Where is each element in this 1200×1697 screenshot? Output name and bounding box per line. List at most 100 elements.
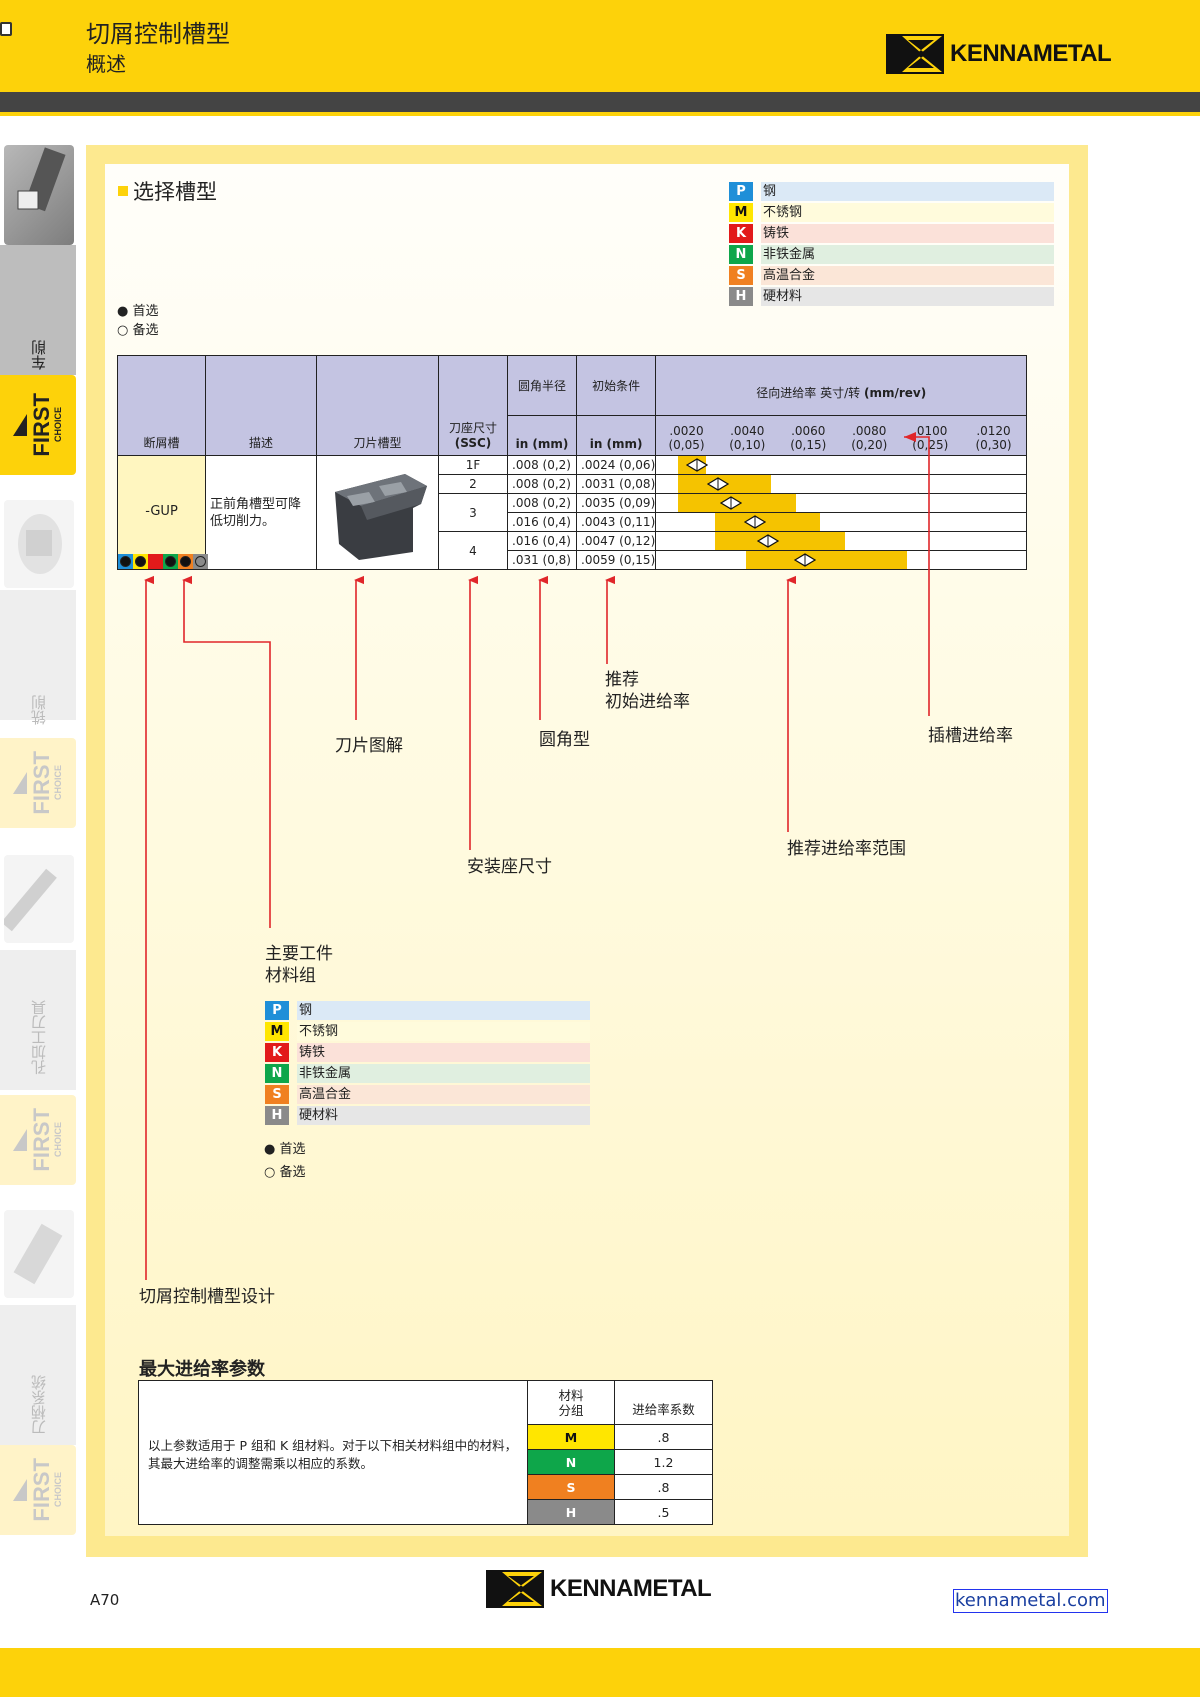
insert-image-cell xyxy=(316,455,439,570)
feed-col-header: .0040(0,10) xyxy=(716,415,778,456)
col-header-start-condition: 初始条件 xyxy=(575,355,657,416)
factor-cell: .8 xyxy=(614,1474,713,1500)
preference-legend-bottom: ● 首选 ○ 备选 xyxy=(264,1138,305,1184)
insert-geometry-image xyxy=(335,474,427,560)
first-choice-badge: FIRST CHOICE xyxy=(0,738,76,828)
footer-bar xyxy=(0,1648,1200,1697)
material-code: M xyxy=(265,1022,289,1041)
feed-factor-table: 材料 分组 进给率系数 M .8 N 1.2 S .8 H .5 xyxy=(527,1380,713,1525)
ssc-cell: 2 xyxy=(438,474,508,494)
material-name: 非铁金属 xyxy=(297,1064,590,1083)
material-name: 钢 xyxy=(761,182,1054,201)
header-bar xyxy=(0,0,1200,92)
annotation-grooving-feed: 插槽进给率 xyxy=(928,726,1013,746)
material-dot-s xyxy=(178,554,193,569)
website-link[interactable]: kennametal.com xyxy=(953,1589,1108,1613)
alternate-label: ○ 备选 xyxy=(264,1165,306,1180)
milling-tool-image xyxy=(4,500,74,588)
description-cell: 正前角槽型可降低切削力。 xyxy=(205,455,317,570)
start-feed-diamond-icon xyxy=(744,515,767,529)
feed-range-cell xyxy=(655,531,1028,551)
preferred-label: ● 首选 xyxy=(117,304,159,319)
page-subtitle: 概述 xyxy=(86,52,126,76)
start-feed-diamond-icon xyxy=(756,534,779,548)
annotation-feed-range: 推荐进给率范围 xyxy=(787,839,906,859)
kennametal-k-icon xyxy=(886,34,944,74)
max-feed-title: 最大进给率参数 xyxy=(139,1359,265,1380)
start-feed-diamond-icon xyxy=(719,496,742,510)
start-feed-diamond-icon xyxy=(793,553,816,567)
chipbreaker-name: -GUP xyxy=(145,504,178,519)
yellow-square-icon xyxy=(118,186,128,196)
material-name: 不锈钢 xyxy=(297,1022,590,1041)
toolholder-image xyxy=(4,1210,74,1298)
table-row: .016 (0,4) .0043 (0,11) xyxy=(118,512,1028,532)
material-name: 硬材料 xyxy=(761,287,1054,306)
feed-range-cell xyxy=(655,512,1028,532)
radius-cell: .008 (0,2) xyxy=(507,493,577,513)
feed-col-header: .0120(0,30) xyxy=(960,415,1028,456)
side-tab-milling[interactable]: 铣削 FIRST CHOICE xyxy=(0,490,76,830)
first-choice-mark-icon xyxy=(13,1479,27,1501)
chipbreaker-cell: -GUP xyxy=(117,455,208,570)
col-header-feed: 径向进给率 英寸/转 (mm/rev) xyxy=(655,355,1028,416)
table-row: S .8 xyxy=(527,1474,713,1500)
material-row: M 不锈钢 xyxy=(265,1021,590,1042)
radius-cell: .016 (0,4) xyxy=(507,531,577,551)
annotation-insert-diagram: 刀片图解 xyxy=(335,736,403,756)
max-feed-note-box xyxy=(138,1380,528,1525)
material-code: N xyxy=(729,245,753,264)
preferred-label: ● 首选 xyxy=(264,1142,306,1157)
material-code: P xyxy=(729,182,753,201)
material-name: 铸铁 xyxy=(297,1043,590,1062)
annotation-seat-size: 安装座尺寸 xyxy=(467,857,552,877)
col-header-ssc: 刀座尺寸(SSC) xyxy=(438,355,508,456)
factor-cell: .8 xyxy=(614,1424,713,1450)
unit-header: in (mm) xyxy=(575,415,657,456)
feed-range-cell xyxy=(655,493,1028,513)
page-icon[interactable] xyxy=(0,22,12,36)
side-tab-turning[interactable]: 车削 FIRST CHOICE xyxy=(0,145,76,475)
group-cell: N xyxy=(527,1449,615,1475)
material-name: 高温合金 xyxy=(297,1085,590,1104)
table-row: N 1.2 xyxy=(527,1449,713,1475)
first-choice-mark-icon xyxy=(13,414,27,436)
group-cell: M xyxy=(527,1424,615,1450)
page-number: A70 xyxy=(90,1591,120,1609)
material-name: 铸铁 xyxy=(761,224,1054,243)
side-tab-tooling-systems[interactable]: 刀柄系统 FIRST CHOICE xyxy=(0,1210,76,1540)
side-tab-holemaking[interactable]: 孔加工刀具 FIRST CHOICE xyxy=(0,850,76,1190)
annotation-material-group: 主要工件 材料组 xyxy=(265,944,333,986)
group-cell: H xyxy=(527,1499,615,1525)
feed-range-cell xyxy=(655,455,1028,475)
material-dot-n xyxy=(163,554,178,569)
feed-range-bar xyxy=(715,532,846,550)
header-divider xyxy=(0,112,1200,116)
turning-tool-image xyxy=(4,145,74,245)
section-title-text: 选择槽型 xyxy=(133,180,217,204)
col-header-corner-radius: 圆角半径 xyxy=(507,355,577,416)
material-code: M xyxy=(729,203,753,222)
table-row: 3 .008 (0,2) .0035 (0,09) xyxy=(118,493,1028,532)
brand-name: KENNAMETAL xyxy=(950,40,1112,67)
ssc-cell: 4 xyxy=(438,531,508,570)
start-cell: .0024 (0,06) xyxy=(575,455,657,475)
kennametal-logo-footer: KENNAMETAL xyxy=(486,1570,712,1608)
material-name: 高温合金 xyxy=(761,266,1054,285)
material-name: 非铁金属 xyxy=(761,245,1054,264)
first-choice-badge: FIRST CHOICE xyxy=(0,375,76,475)
max-feed-note: 以上参数适用于 P 组和 K 组材料。对于以下相关材料组中的材料，其最大进给率的… xyxy=(148,1438,518,1471)
annotation-design: 切屑控制槽型设计 xyxy=(139,1287,275,1307)
first-choice-badge: FIRST CHOICE xyxy=(0,1095,76,1185)
brand-name: KENNAMETAL xyxy=(550,1575,712,1602)
